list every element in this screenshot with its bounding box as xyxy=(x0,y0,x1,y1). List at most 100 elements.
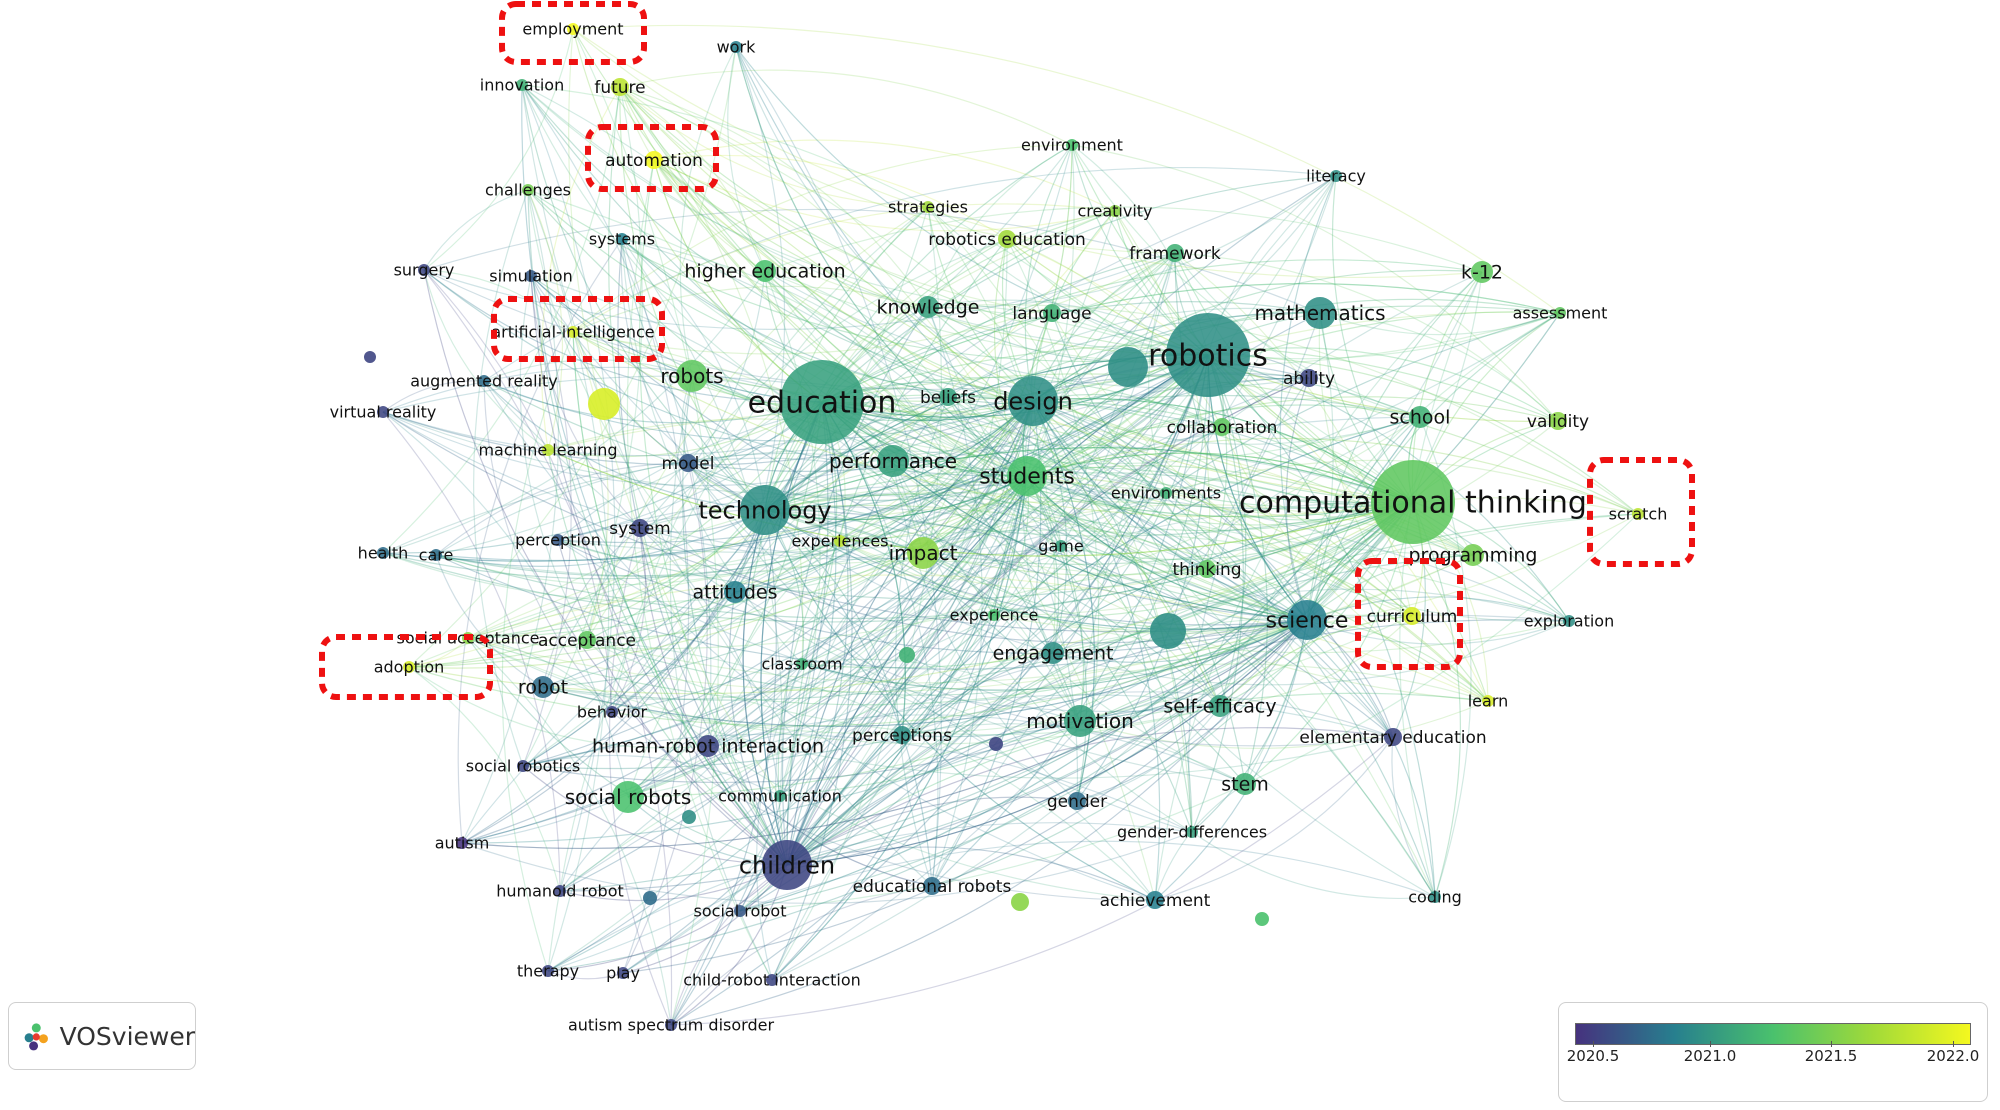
node-robotics[interactable] xyxy=(1166,313,1250,397)
label-perception[interactable]: perception xyxy=(515,531,601,550)
label-science[interactable]: science xyxy=(1266,609,1349,634)
label-virtual-reality[interactable]: virtual reality xyxy=(330,403,437,422)
node-curriculum[interactable] xyxy=(1403,607,1421,625)
node-machine-learning[interactable] xyxy=(542,444,554,456)
label-children[interactable]: children xyxy=(739,851,835,879)
label-surgery[interactable]: surgery xyxy=(394,261,455,280)
label-behavior[interactable]: behavior xyxy=(577,703,648,722)
label-performance[interactable]: performance xyxy=(829,449,957,473)
label-acceptance[interactable]: acceptance xyxy=(538,631,636,651)
node-social-robots[interactable] xyxy=(612,781,644,813)
label-learn[interactable]: learn xyxy=(1468,692,1509,711)
label-educational-robots[interactable]: educational robots xyxy=(853,877,1012,897)
label-experiences[interactable]: experiences xyxy=(791,532,888,551)
node-exploration[interactable] xyxy=(1563,615,1575,627)
label-work[interactable]: work xyxy=(717,38,756,57)
node-automation[interactable] xyxy=(645,151,663,169)
node-educational-robots[interactable] xyxy=(923,877,941,895)
label-challenges[interactable]: challenges xyxy=(485,181,571,200)
node-framework[interactable] xyxy=(1166,244,1184,262)
node-humanoid-robot[interactable] xyxy=(554,885,566,897)
node-stem[interactable] xyxy=(1234,773,1256,795)
node-environment[interactable] xyxy=(1066,139,1078,151)
node-mathematics[interactable] xyxy=(1304,297,1336,329)
node-adoption[interactable] xyxy=(403,661,415,673)
node-acceptance[interactable] xyxy=(578,631,596,649)
node-school[interactable] xyxy=(1409,406,1431,428)
node-k-12[interactable] xyxy=(1471,261,1493,283)
node-model[interactable] xyxy=(679,454,697,472)
label-experience[interactable]: experience xyxy=(950,606,1039,625)
node-students[interactable] xyxy=(1007,456,1047,496)
node-assessment[interactable] xyxy=(1554,307,1566,319)
unlabeled-node[interactable] xyxy=(682,810,696,824)
node-learn[interactable] xyxy=(1482,695,1494,707)
node-child-robot-interaction[interactable] xyxy=(766,974,778,986)
node-strategies[interactable] xyxy=(922,201,934,213)
unlabeled-node[interactable] xyxy=(1011,893,1029,911)
node-programming[interactable] xyxy=(1462,544,1484,566)
label-play[interactable]: play xyxy=(606,964,640,983)
node-literacy[interactable] xyxy=(1330,170,1342,182)
unlabeled-node[interactable] xyxy=(989,737,1003,751)
label-communication[interactable]: communication xyxy=(718,787,842,806)
node-autism-spectrum-disorder[interactable] xyxy=(665,1019,677,1031)
label-stem[interactable]: stem xyxy=(1221,774,1269,796)
node-simulation[interactable] xyxy=(525,270,537,282)
node-technology[interactable] xyxy=(740,485,790,535)
unlabeled-node[interactable] xyxy=(1150,613,1186,649)
label-design[interactable]: design xyxy=(993,387,1073,415)
node-autism[interactable] xyxy=(456,837,468,849)
node-environments[interactable] xyxy=(1160,487,1172,499)
label-child-robot-interaction[interactable]: child-robot interaction xyxy=(683,971,861,990)
label-exploration[interactable]: exploration xyxy=(1524,612,1614,631)
label-social-robotics[interactable]: social robotics xyxy=(466,757,581,776)
node-computational-thinking[interactable] xyxy=(1371,460,1455,544)
label-autism-spectrum-disorder[interactable]: autism spectrum disorder xyxy=(568,1016,774,1035)
node-beliefs[interactable] xyxy=(939,388,957,406)
node-impact[interactable] xyxy=(907,537,939,569)
node-health[interactable] xyxy=(377,547,389,559)
node-validity[interactable] xyxy=(1549,412,1567,430)
label-achievement[interactable]: achievement xyxy=(1100,891,1211,911)
label-collaboration[interactable]: collaboration xyxy=(1167,418,1278,438)
label-augmented-reality[interactable]: augmented reality xyxy=(410,372,558,391)
node-education[interactable] xyxy=(780,360,864,444)
node-self-efficacy[interactable] xyxy=(1209,695,1231,717)
node-robots[interactable] xyxy=(676,360,708,392)
label-higher-education[interactable]: higher education xyxy=(684,261,845,283)
label-thinking[interactable]: thinking xyxy=(1172,560,1241,580)
node-language[interactable] xyxy=(1043,304,1061,322)
label-health[interactable]: health xyxy=(358,544,409,563)
label-simulation[interactable]: simulation xyxy=(489,267,572,286)
label-robots[interactable]: robots xyxy=(660,364,723,388)
label-ability[interactable]: ability xyxy=(1283,369,1335,389)
node-attitudes[interactable] xyxy=(724,581,746,603)
label-game[interactable]: game xyxy=(1038,537,1083,556)
unlabeled-node[interactable] xyxy=(588,388,620,420)
label-innovation[interactable]: innovation xyxy=(480,76,564,95)
node-robot[interactable] xyxy=(532,676,554,698)
node-creativity[interactable] xyxy=(1109,205,1121,217)
label-engagement[interactable]: engagement xyxy=(993,643,1114,665)
label-creativity[interactable]: creativity xyxy=(1077,202,1152,221)
label-literacy[interactable]: literacy xyxy=(1306,167,1366,186)
label-language[interactable]: language xyxy=(1012,304,1091,324)
node-perceptions[interactable] xyxy=(893,726,911,744)
node-motivation[interactable] xyxy=(1064,705,1096,737)
node-therapy[interactable] xyxy=(542,965,554,977)
label-robotics[interactable]: robotics xyxy=(1148,339,1268,374)
unlabeled-node[interactable] xyxy=(899,647,915,663)
label-curriculum[interactable]: curriculum xyxy=(1367,607,1458,627)
label-motivation[interactable]: motivation xyxy=(1026,709,1134,733)
label-robot[interactable]: robot xyxy=(518,677,568,699)
label-employment[interactable]: employment xyxy=(522,20,623,39)
node-future[interactable] xyxy=(611,78,629,96)
node-children[interactable] xyxy=(762,840,812,890)
node-human-robot-interaction[interactable] xyxy=(697,735,719,757)
label-knowledge[interactable]: knowledge xyxy=(877,297,980,319)
node-gender-differences[interactable] xyxy=(1186,826,1198,838)
label-perceptions[interactable]: perceptions xyxy=(852,726,952,746)
node-ability[interactable] xyxy=(1300,369,1318,387)
